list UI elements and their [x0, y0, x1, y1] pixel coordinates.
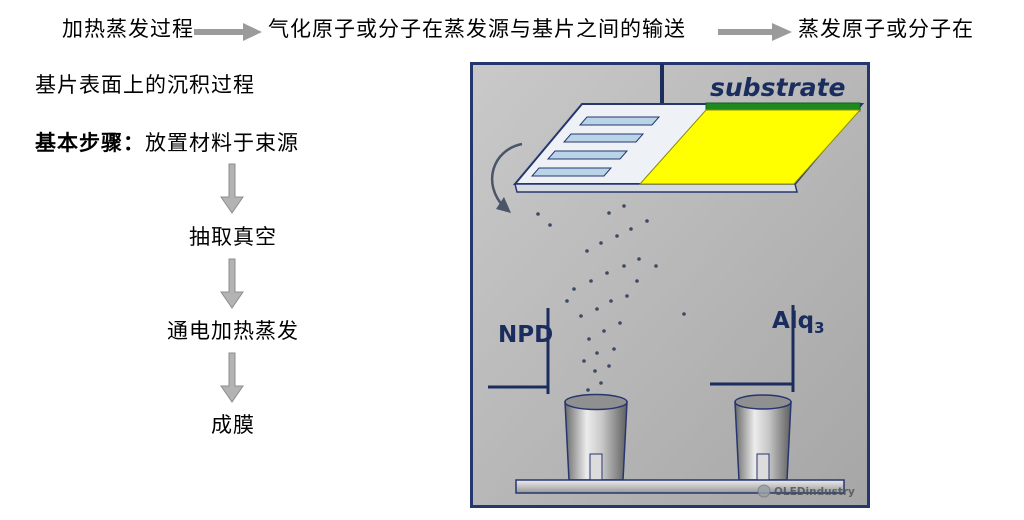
- down-arrow-3-icon: [220, 352, 244, 403]
- flow-right-arrow-2-icon: [718, 23, 792, 41]
- down-arrow-2-icon: [220, 258, 244, 309]
- watermark-label: OLEDindustry: [774, 486, 855, 498]
- substrate-edge-green: [705, 102, 861, 112]
- watermark: OLEDindustry: [757, 484, 855, 498]
- flow-step-3: 蒸发原子或分子在: [798, 17, 974, 41]
- npd-label: NPD: [498, 322, 553, 348]
- flow-step-1: 加热蒸发过程: [62, 17, 194, 41]
- basic-steps-heading: 基本步骤：: [35, 131, 145, 155]
- vapor-particles: [536, 204, 686, 392]
- rotation-arrow-icon: [490, 142, 523, 213]
- substrate-plate: [638, 109, 862, 185]
- left-crucible: [564, 393, 628, 481]
- basic-step-3: 通电加热蒸发: [167, 319, 299, 343]
- vacuum-chamber-figure: substrate NPD Alq3 OLEDindustry: [470, 62, 870, 508]
- down-arrow-1-icon: [220, 163, 244, 214]
- left-shutter: [488, 308, 550, 394]
- basic-step-2: 抽取真空: [189, 225, 277, 249]
- flow-right-arrow-1-icon: [194, 23, 262, 41]
- watermark-round-logo-icon: [757, 484, 771, 498]
- basic-step-4: 成膜: [211, 413, 255, 437]
- flow-step-2: 气化原子或分子在蒸发源与基片之间的输送: [268, 17, 686, 41]
- right-shutter: [710, 305, 795, 392]
- holder-slats: [530, 116, 661, 177]
- flow-step-3-continued: 基片表面上的沉积过程: [35, 73, 255, 97]
- basic-steps-line: 基本步骤：放置材料于束源: [35, 130, 299, 156]
- substrate-label: substrate: [710, 73, 846, 102]
- substrate-holder: [512, 102, 865, 193]
- right-crucible: [734, 394, 792, 481]
- basic-step-1: 放置材料于束源: [145, 131, 299, 155]
